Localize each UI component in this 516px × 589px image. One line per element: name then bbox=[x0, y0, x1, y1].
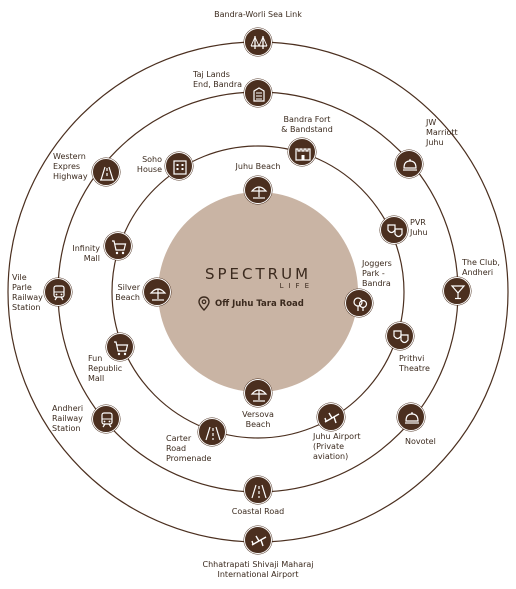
landmark-label-sea-link: Bandra-Worli Sea Link bbox=[214, 10, 302, 19]
inner-ring bbox=[111, 145, 405, 439]
beach-umbrella-icon bbox=[143, 278, 171, 306]
landmark-label-carter-road: Carter Road Promenade bbox=[166, 434, 212, 463]
landmark-label-jw-marriott: JW Marriott Juhu bbox=[426, 118, 458, 147]
location-text: Off Juhu Tara Road bbox=[215, 299, 304, 309]
train-icon bbox=[44, 278, 72, 306]
landmark-label-versova-beach: Versova Beach bbox=[242, 410, 274, 429]
landmark-label-western-express: Western Expres Highway bbox=[53, 152, 88, 181]
theatre-masks-icon bbox=[386, 322, 414, 350]
hotel-icon bbox=[244, 79, 272, 107]
cocktail-icon bbox=[443, 277, 471, 305]
landmark-label-the-club: The Club, Andheri bbox=[462, 258, 500, 277]
brand-sub: LIFE bbox=[279, 282, 314, 290]
airplane-icon bbox=[244, 526, 272, 554]
landmark-label-coastal-road: Coastal Road bbox=[231, 507, 285, 516]
building-icon bbox=[165, 152, 193, 180]
landmark-label-bandra-fort: Bandra Fort & Bandstand bbox=[281, 115, 333, 134]
shopping-cart-icon bbox=[104, 232, 132, 260]
center-disc bbox=[158, 192, 358, 392]
road-icon bbox=[198, 418, 226, 446]
park-tree-icon bbox=[345, 289, 373, 317]
beach-umbrella-icon bbox=[244, 379, 272, 407]
brand-logo: SPECTRUM LIFE bbox=[158, 266, 358, 291]
location-pin-icon bbox=[198, 296, 210, 311]
train-icon bbox=[92, 405, 120, 433]
landmark-label-infinity-mall: Infinity Mall bbox=[72, 244, 100, 263]
shopping-cart-icon bbox=[106, 333, 134, 361]
fort-icon bbox=[288, 138, 316, 166]
landmark-label-joggers-park: Joggers Park - Bandra bbox=[362, 259, 392, 288]
landmark-label-pvr-juhu: PVR Juhu bbox=[410, 218, 428, 237]
landmark-label-taj-lands-end: Taj Lands End, Bandra bbox=[193, 70, 243, 89]
landmark-label-vile-parle: Vile Parle Railway Station bbox=[12, 273, 43, 312]
landmark-label-juhu-beach: Juhu Beach bbox=[235, 162, 281, 171]
landmark-label-andheri-station: Andheri Railway Station bbox=[52, 404, 84, 433]
landmark-label-fun-republic: Fun Republic Mall bbox=[88, 354, 123, 383]
landmark-label-soho-house: Soho House bbox=[136, 155, 162, 174]
bridge-icon bbox=[244, 28, 272, 56]
beach-umbrella-icon bbox=[244, 176, 272, 204]
road-icon bbox=[244, 476, 272, 504]
landmark-label-prithvi-theatre: Prithvi Theatre bbox=[399, 354, 430, 373]
landmark-label-silver-beach: Silver Beach bbox=[115, 283, 140, 302]
landmark-label-csmia: Chhatrapati Shivaji Maharaj Internationa… bbox=[202, 560, 314, 579]
landmark-label-novotel: Novotel bbox=[405, 437, 436, 446]
highway-icon bbox=[92, 158, 120, 186]
landmark-label-juhu-airport: Juhu Airport (Private aviation) bbox=[313, 432, 361, 461]
airplane-icon bbox=[317, 403, 345, 431]
theatre-masks-icon bbox=[380, 216, 408, 244]
cloche-icon bbox=[395, 150, 423, 178]
cloche-icon bbox=[397, 403, 425, 431]
brand-name: SPECTRUM bbox=[204, 265, 312, 283]
